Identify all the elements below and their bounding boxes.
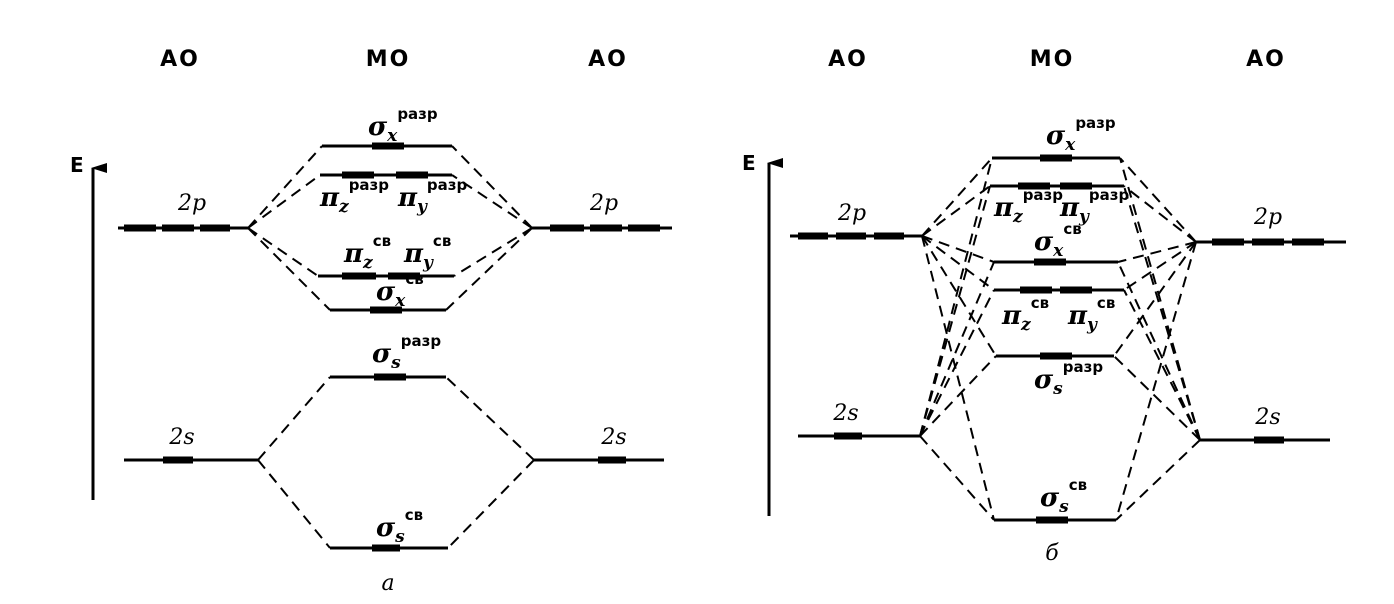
header-b-right: AO [1246,47,1286,72]
header-b-mid: MO [1030,47,1075,72]
mo-label-b-pi-z-antibonding: πzразр [993,186,1063,227]
mo-label-b-pi-z-bonding: πzсв [1001,294,1049,335]
mo-label-b-pi-y-antibonding: πyразр [1059,186,1129,227]
mo-label-a-pi-z-bonding: πzсв [343,232,391,273]
panel-a: AO MO AO E 2p 2p 2s 2s [70,47,672,596]
ao-label-a-2p-left: 2p [177,191,206,216]
mo-label-b-sigma-s-bonding: σsсв [1040,476,1087,517]
energy-label-a: E [70,153,84,177]
mo-label-a-sigma-x-antibonding: σxразр [368,105,438,146]
mo-label-b-sigma-x-bonding: σxсв [1034,220,1082,261]
panel-b: AO MO AO E 2p 2p 2s 2s [742,47,1346,566]
caption-b: б [1045,541,1059,566]
ao-label-b-2p-right: 2p [1253,205,1282,230]
header-a-left: AO [160,47,200,72]
mo-label-b-sigma-s-antibonding: σsразр [1034,358,1103,399]
mo-label-a-sigma-s-antibonding: σsразр [372,332,441,373]
ao-label-b-2s-right: 2s [1254,405,1280,430]
mo-label-a-pi-y-antibonding: πyразр [397,176,467,217]
caption-a: а [381,571,394,596]
mo-label-a-pi-y-bonding: πyсв [403,232,451,273]
ao-label-b-2s-left: 2s [832,401,858,426]
ao-label-a-2p-right: 2p [589,191,618,216]
header-a-right: AO [588,47,628,72]
ao-label-a-2s-left: 2s [168,425,194,450]
mo-label-a-pi-z-antibonding: πzразр [319,176,389,217]
ao-label-a-2s-right: 2s [600,425,626,450]
mo-label-b-sigma-x-antibonding: σxразр [1046,114,1116,155]
header-a-mid: MO [366,47,411,72]
mo-label-a-sigma-s-bonding: σsсв [376,506,423,547]
correlation-lines-b [919,157,1201,521]
mo-label-b-pi-y-bonding: πyсв [1067,294,1115,335]
mo-label-a-sigma-x-bonding: σxсв [376,270,424,311]
header-b-left: AO [828,47,868,72]
energy-label-b: E [742,151,756,175]
ao-label-b-2p-left: 2p [837,201,866,226]
correlation-lines-a [247,145,535,549]
